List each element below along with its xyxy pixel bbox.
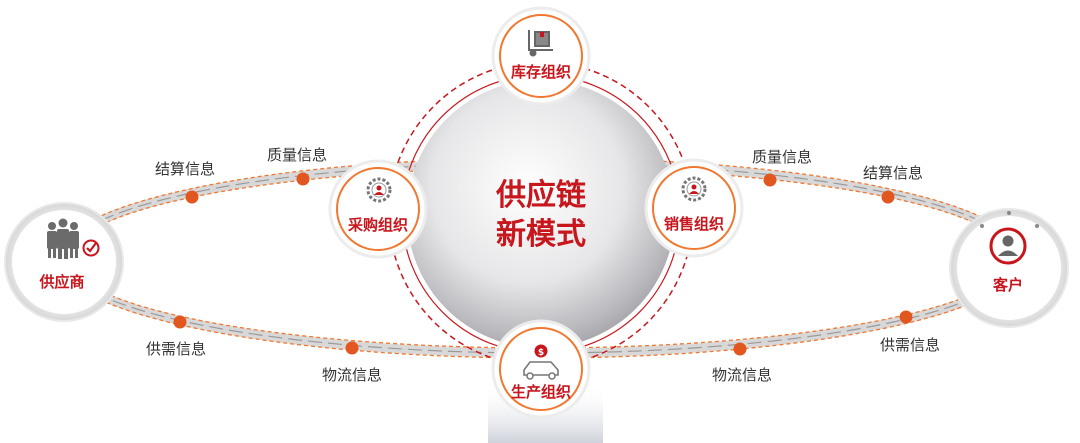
- node-production: $ 生产组织: [491, 319, 591, 419]
- node-sales: 销售组织: [644, 158, 744, 258]
- orbit-dot: [345, 341, 359, 355]
- orbit-dot: [185, 190, 199, 204]
- orbit-dot: [733, 342, 747, 356]
- flow-label-right-logistics: 物流信息: [712, 366, 772, 384]
- svg-text:$: $: [538, 348, 544, 358]
- flow-label-right-demand: 供需信息: [880, 336, 940, 354]
- node-customer: 客户: [949, 208, 1069, 328]
- flow-label-left-demand: 供需信息: [146, 340, 206, 358]
- node-label-supplier: 供应商: [38, 273, 84, 291]
- gear-person-icon: [681, 176, 707, 202]
- node-label-sales: 销售组织: [664, 215, 724, 233]
- node-supplier: 供应商: [4, 202, 124, 322]
- node-label-inventory: 库存组织: [511, 63, 571, 81]
- flow-label-right-settlement: 结算信息: [863, 164, 923, 182]
- flow-label-left-settlement: 结算信息: [155, 160, 215, 178]
- orbit-dot: [881, 190, 895, 204]
- flow-label-left-quality: 质量信息: [267, 146, 327, 164]
- center-sphere: [407, 80, 675, 348]
- gear-person-icon: [366, 177, 392, 203]
- center-title-line2: 新模式: [496, 217, 586, 252]
- orbit-dot: [296, 172, 310, 186]
- node-label-customer: 客户: [992, 276, 1023, 294]
- node-purchasing: 采购组织: [328, 159, 428, 259]
- orbit-dot: [763, 173, 777, 187]
- node-inventory: 库存组织: [491, 6, 591, 106]
- flow-label-right-quality: 质量信息: [752, 148, 812, 166]
- car-coin-icon: $: [523, 344, 559, 380]
- user-circle-icon: [989, 227, 1027, 265]
- orbit-dot: [899, 310, 913, 324]
- orbit-dots: [173, 172, 913, 356]
- flow-label-left-logistics: 物流信息: [322, 366, 382, 384]
- node-label-purchasing: 采购组织: [347, 216, 408, 234]
- center-title-line1: 供应链: [495, 178, 586, 213]
- people-check-icon: [47, 218, 100, 259]
- orbit-dot: [173, 315, 187, 329]
- hand-truck-icon: [528, 30, 553, 57]
- node-label-production: 生产组织: [511, 383, 571, 401]
